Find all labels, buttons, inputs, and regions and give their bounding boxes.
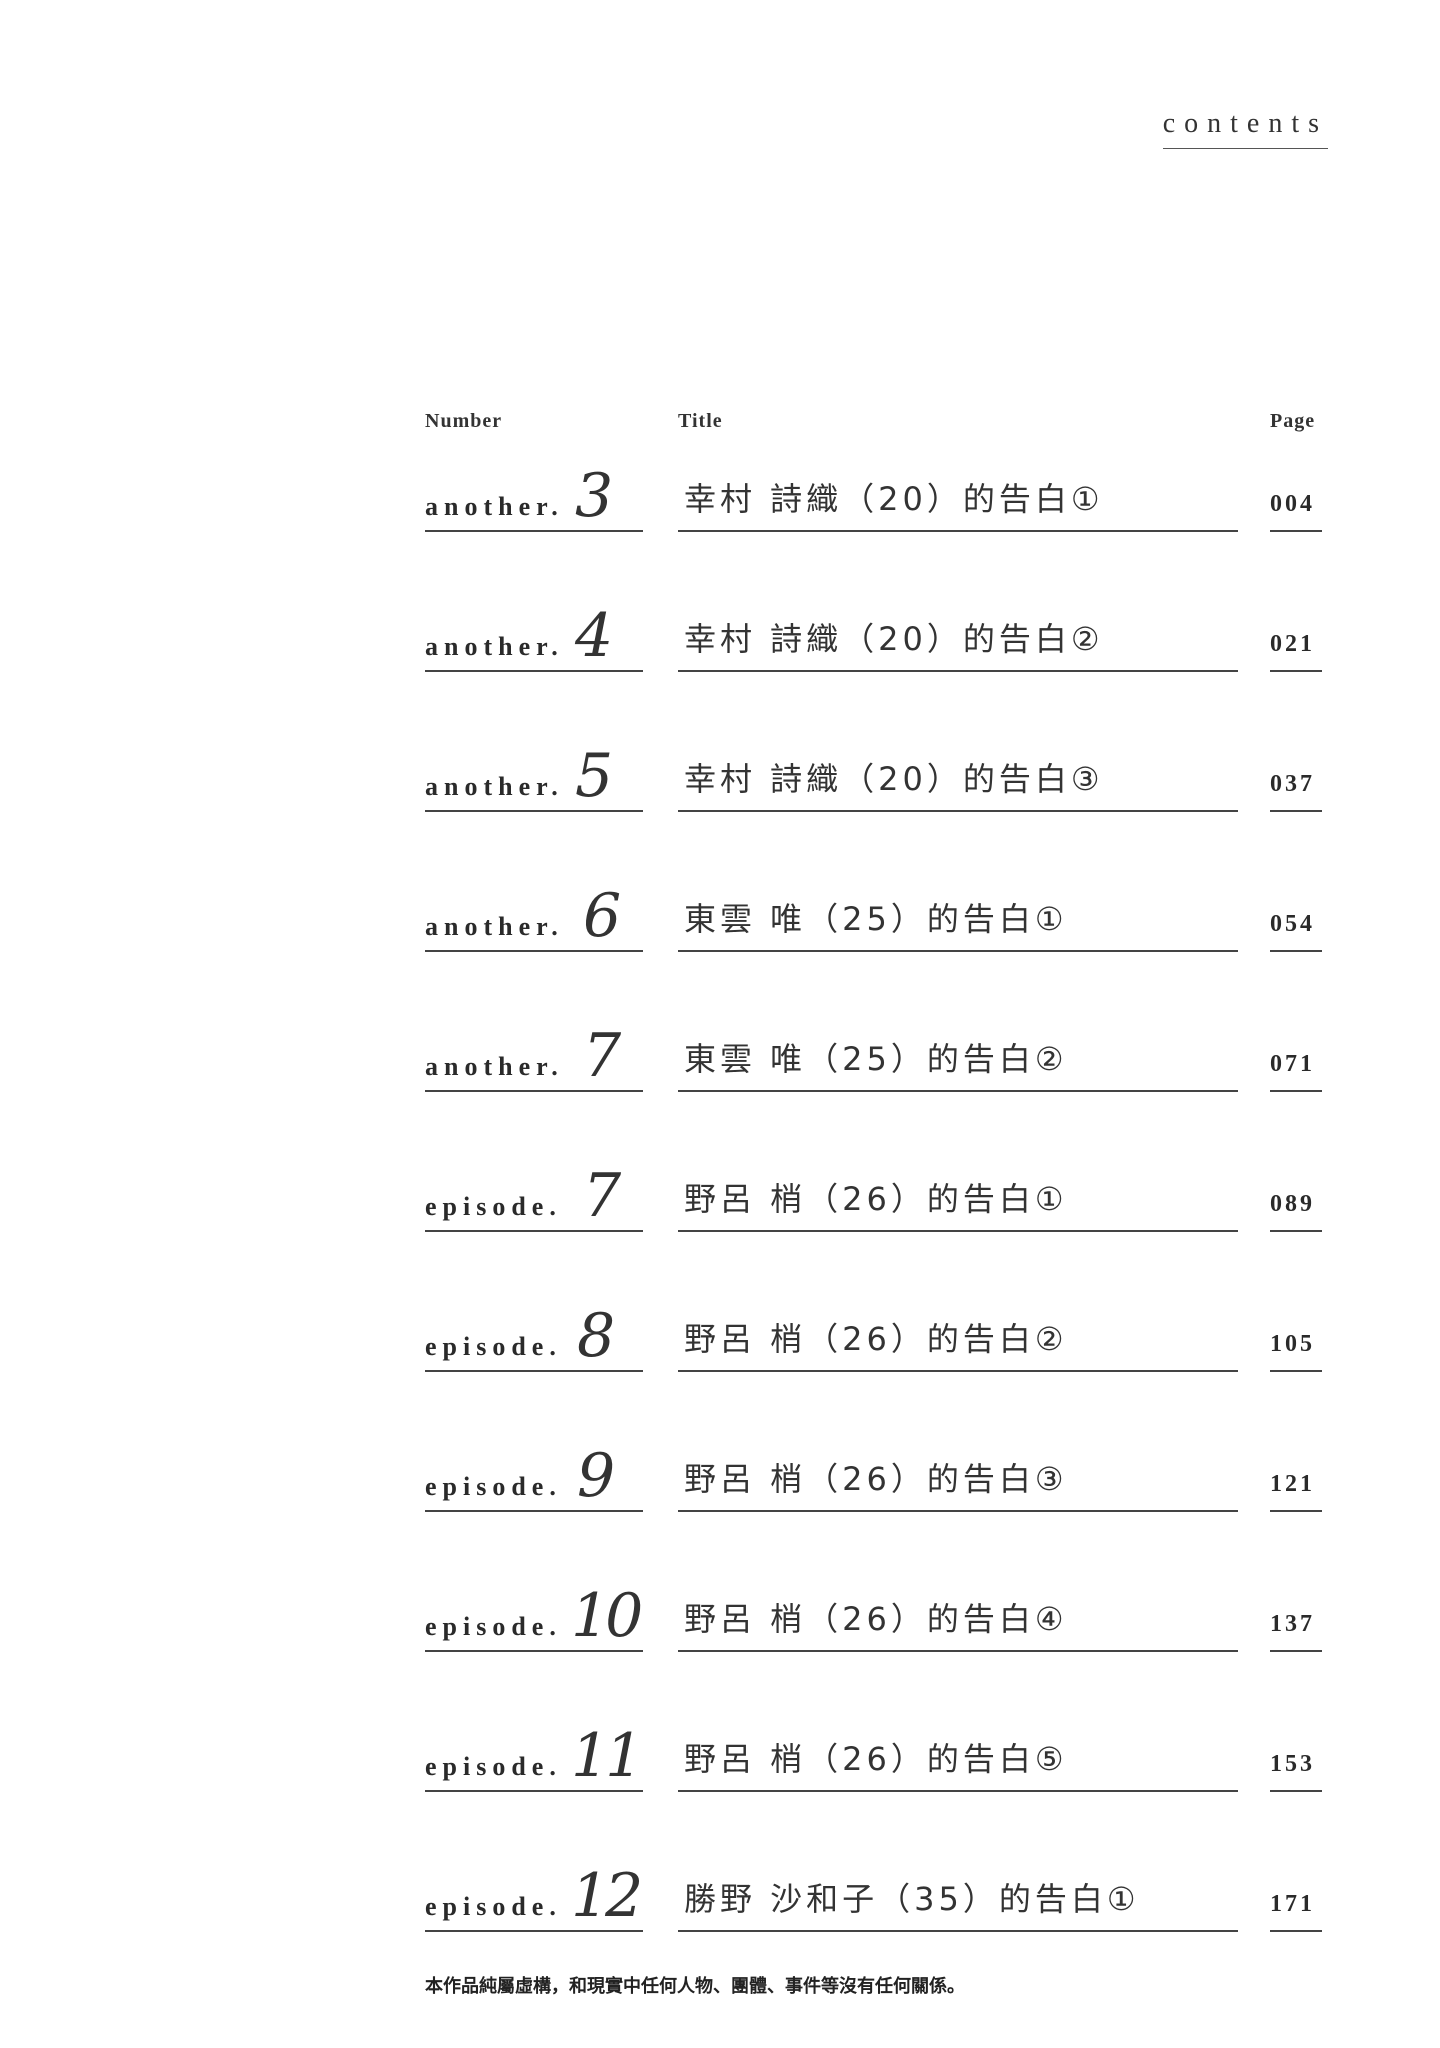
entry-number: another. 3 — [425, 440, 643, 532]
entry-title: 勝野 沙和子（35）的告白① — [684, 1880, 1140, 1918]
toc-entry[interactable]: episode. 9 野呂 梢（26）的告白③ 121 — [0, 1420, 1440, 1512]
toc-entry[interactable]: another. 7 東雲 唯（25）的告白② 071 — [0, 1000, 1440, 1092]
entry-prefix: episode. — [425, 1332, 562, 1361]
entry-page: 054 — [1270, 911, 1315, 937]
entry-title: 幸村 詩織（20）的告白① — [684, 480, 1104, 518]
entry-prefix: episode. — [425, 1192, 562, 1221]
entry-number: another. 5 — [425, 720, 643, 812]
column-header-number: Number — [425, 410, 503, 432]
entry-digit: 9 — [577, 1441, 615, 1511]
toc-entry[interactable]: another. 6 東雲 唯（25）的告白① 054 — [0, 860, 1440, 952]
toc-entry[interactable]: another. 3 幸村 詩織（20）的告白① 004 — [0, 440, 1440, 532]
entry-digit: 6 — [583, 881, 621, 951]
entry-title-cell: 野呂 梢（26）的告白② — [678, 1280, 1238, 1372]
entry-page: 037 — [1270, 771, 1315, 797]
entry-number: episode. 9 — [425, 1420, 643, 1512]
entry-number: episode. 8 — [425, 1280, 643, 1372]
toc-entry[interactable]: episode. 11 野呂 梢（26）的告白⑤ 153 — [0, 1700, 1440, 1792]
entry-page-cell: 121 — [1270, 1420, 1322, 1512]
entry-page-cell: 071 — [1270, 1000, 1322, 1092]
toc-entry[interactable]: another. 4 幸村 詩織（20）的告白② 021 — [0, 580, 1440, 672]
entry-title-cell: 野呂 梢（26）的告白④ — [678, 1560, 1238, 1652]
entry-title-cell: 幸村 詩織（20）的告白① — [678, 440, 1238, 532]
toc-entry[interactable]: another. 5 幸村 詩織（20）的告白③ 037 — [0, 720, 1440, 812]
entry-prefix: another. — [425, 772, 564, 801]
entry-title: 野呂 梢（26）的告白⑤ — [684, 1740, 1068, 1778]
disclaimer-note: 本作品純屬虛構，和現實中任何人物、團體、事件等沒有任何關係。 — [425, 1976, 965, 1997]
entry-digit: 10 — [571, 1581, 643, 1651]
entry-digit: 4 — [575, 601, 613, 671]
entry-title-cell: 幸村 詩織（20）的告白② — [678, 580, 1238, 672]
entry-title-cell: 東雲 唯（25）的告白① — [678, 860, 1238, 952]
entry-digit: 7 — [583, 1161, 621, 1231]
entry-prefix: episode. — [425, 1752, 562, 1781]
entry-page: 021 — [1270, 631, 1315, 657]
page-heading: contents — [1162, 108, 1328, 149]
entry-title-cell: 幸村 詩織（20）的告白③ — [678, 720, 1238, 812]
entry-title: 幸村 詩織（20）的告白③ — [684, 760, 1104, 798]
entry-page: 071 — [1270, 1051, 1315, 1077]
column-header-title: Title — [678, 410, 723, 432]
entry-title: 東雲 唯（25）的告白① — [684, 900, 1068, 938]
entry-page-cell: 054 — [1270, 860, 1322, 952]
entry-title: 野呂 梢（26）的告白④ — [684, 1600, 1068, 1638]
entry-page: 153 — [1270, 1751, 1315, 1777]
column-header-page: Page — [1270, 410, 1316, 432]
entry-page-cell: 021 — [1270, 580, 1322, 672]
entry-number: episode. 10 — [425, 1560, 643, 1652]
entry-page-cell: 037 — [1270, 720, 1322, 812]
entry-title: 幸村 詩織（20）的告白② — [684, 620, 1104, 658]
entry-title-cell: 野呂 梢（26）的告白① — [678, 1140, 1238, 1232]
entry-title: 野呂 梢（26）的告白② — [684, 1320, 1068, 1358]
toc-entry[interactable]: episode. 8 野呂 梢（26）的告白② 105 — [0, 1280, 1440, 1372]
entry-digit: 7 — [583, 1021, 621, 1091]
entry-page: 121 — [1270, 1471, 1315, 1497]
entry-page-cell: 105 — [1270, 1280, 1322, 1372]
entry-page-cell: 137 — [1270, 1560, 1322, 1652]
entry-page: 105 — [1270, 1331, 1315, 1357]
entry-digit: 8 — [577, 1301, 615, 1371]
entry-number: episode. 11 — [425, 1700, 643, 1792]
entry-digit: 3 — [575, 461, 613, 531]
entry-digit: 12 — [571, 1861, 643, 1931]
entry-page-cell: 004 — [1270, 440, 1322, 532]
entry-prefix: episode. — [425, 1472, 562, 1501]
entry-page: 089 — [1270, 1191, 1315, 1217]
entry-title-cell: 勝野 沙和子（35）的告白① — [678, 1840, 1238, 1932]
entry-number: another. 4 — [425, 580, 643, 672]
entry-number: another. 7 — [425, 1000, 643, 1092]
entry-prefix: episode. — [425, 1892, 562, 1921]
entry-page-cell: 153 — [1270, 1700, 1322, 1792]
entry-digit: 11 — [571, 1721, 643, 1791]
entry-title: 野呂 梢（26）的告白① — [684, 1180, 1068, 1218]
entry-number: episode. 12 — [425, 1840, 643, 1932]
entry-page-cell: 089 — [1270, 1140, 1322, 1232]
column-header-row: Number Title Page — [0, 410, 1440, 440]
toc-entry[interactable]: episode. 12 勝野 沙和子（35）的告白① 171 — [0, 1840, 1440, 1932]
entry-page-cell: 171 — [1270, 1840, 1322, 1932]
entry-digit: 5 — [575, 741, 613, 811]
entry-title-cell: 東雲 唯（25）的告白② — [678, 1000, 1238, 1092]
entry-prefix: another. — [425, 1052, 564, 1081]
entry-number: another. 6 — [425, 860, 643, 952]
entry-prefix: another. — [425, 912, 564, 941]
toc-entry[interactable]: episode. 10 野呂 梢（26）的告白④ 137 — [0, 1560, 1440, 1652]
entry-number: episode. 7 — [425, 1140, 643, 1232]
entry-title-cell: 野呂 梢（26）的告白③ — [678, 1420, 1238, 1512]
entry-title: 野呂 梢（26）的告白③ — [684, 1460, 1068, 1498]
entry-prefix: another. — [425, 632, 564, 661]
entry-page: 004 — [1270, 491, 1315, 517]
toc-entry[interactable]: episode. 7 野呂 梢（26）的告白① 089 — [0, 1140, 1440, 1232]
entry-page: 137 — [1270, 1611, 1315, 1637]
entry-title: 東雲 唯（25）的告白② — [684, 1040, 1068, 1078]
entry-prefix: episode. — [425, 1612, 562, 1641]
entry-title-cell: 野呂 梢（26）的告白⑤ — [678, 1700, 1238, 1792]
entry-page: 171 — [1270, 1891, 1315, 1917]
entry-prefix: another. — [425, 492, 564, 521]
